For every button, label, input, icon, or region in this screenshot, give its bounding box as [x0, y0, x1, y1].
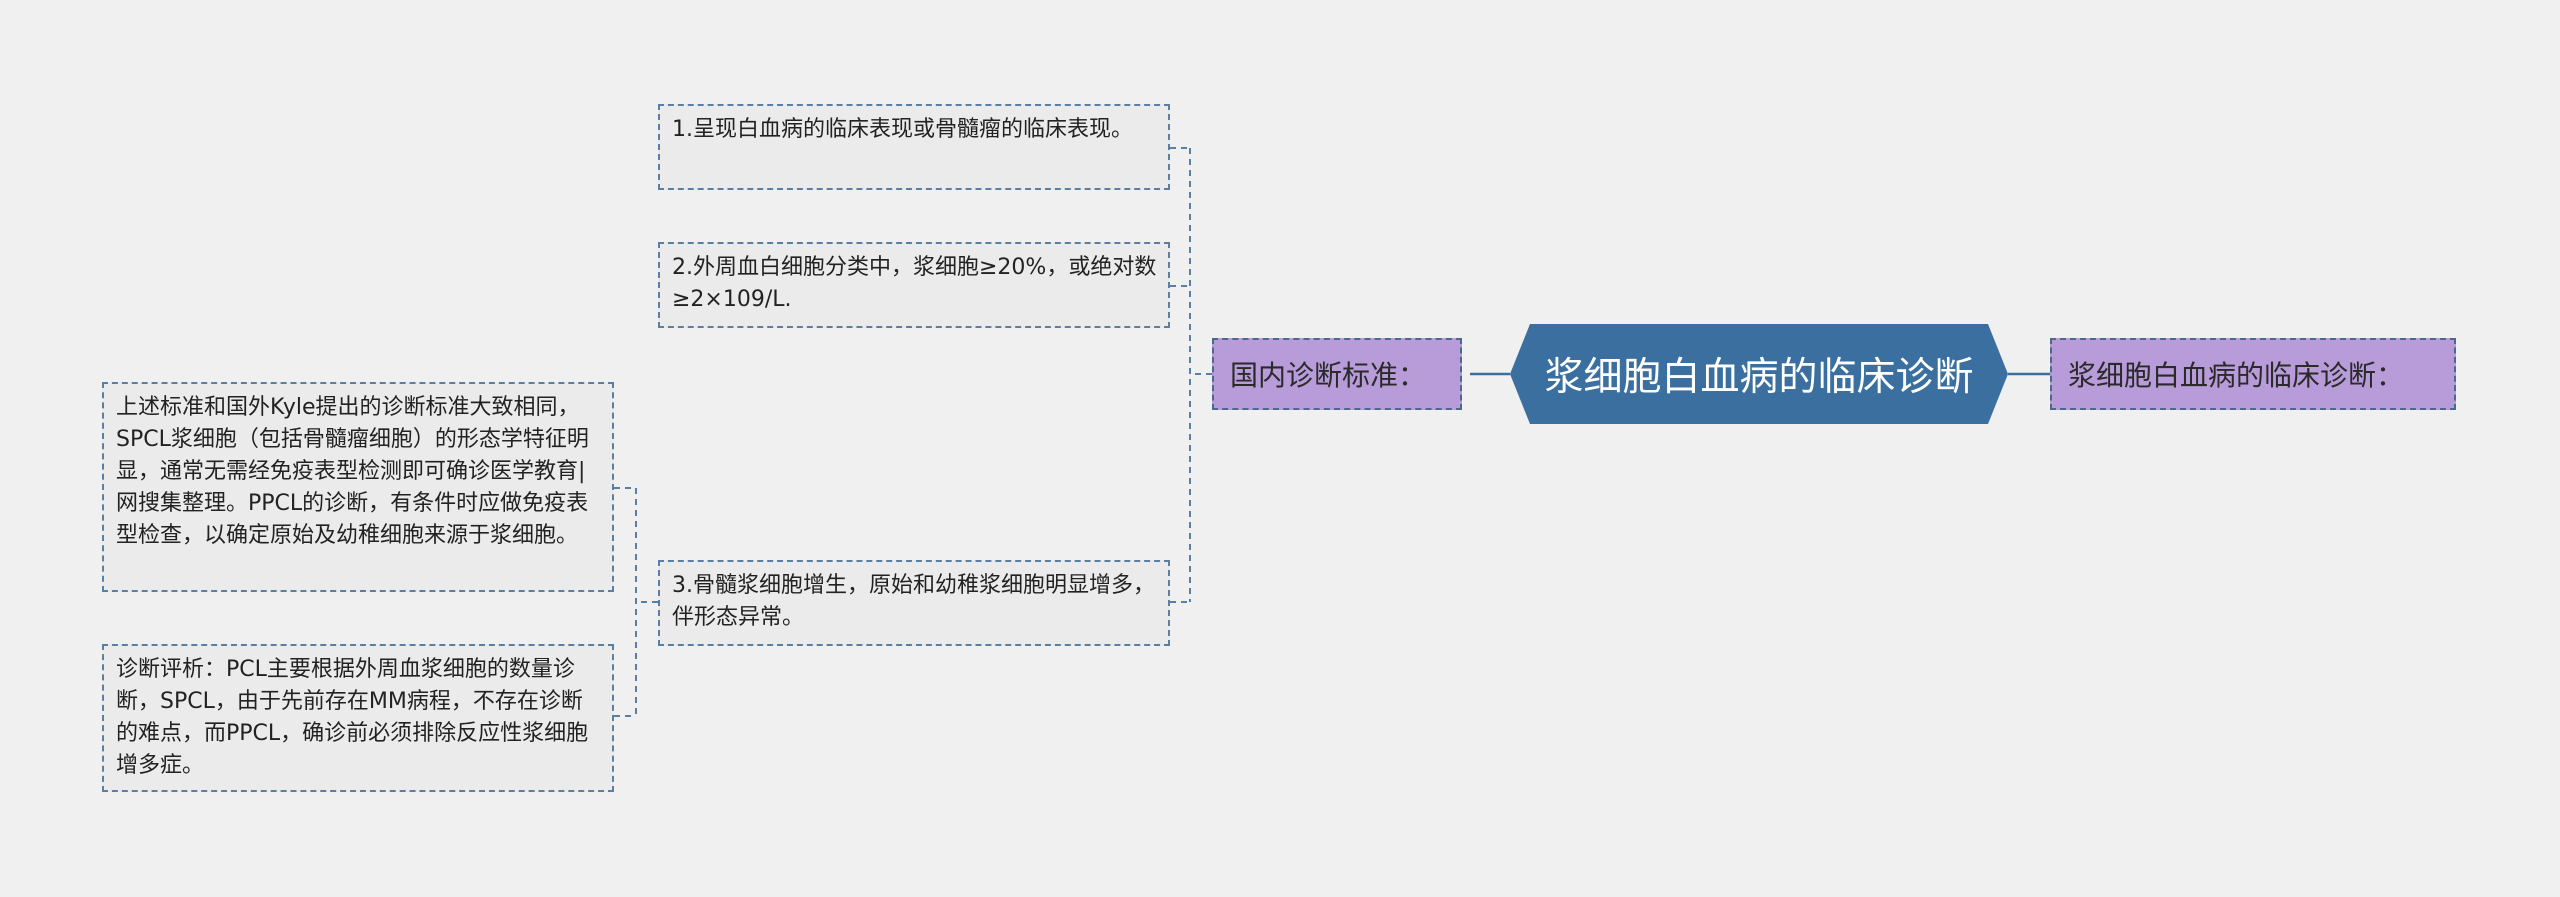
- connector-criterion-notes: [614, 487, 658, 717]
- criterion-2[interactable]: 2.外周血白细胞分类中，浆细胞≥20%，或绝对数≥2×109/L.: [658, 242, 1170, 328]
- branch-clinical-diagnosis[interactable]: 浆细胞白血病的临床诊断：: [2050, 338, 2456, 410]
- criterion-1[interactable]: 1.呈现白血病的临床表现或骨髓瘤的临床表现。: [658, 104, 1170, 190]
- root-topic[interactable]: 浆细胞白血病的临床诊断: [1510, 324, 2008, 424]
- branch-clinical-diagnosis-label: 浆细胞白血病的临床诊断：: [2068, 359, 2405, 392]
- note-kyle-comparison[interactable]: 上述标准和国外Kyle提出的诊断标准大致相同，SPCL浆细胞（包括骨髓瘤细胞）的…: [102, 382, 614, 592]
- criterion-3-text: 3.骨髓浆细胞增生，原始和幼稚浆细胞明显增多，伴形态异常。: [672, 573, 1155, 630]
- note-diagnosis-analysis-text: 诊断评析：PCL主要根据外周血浆细胞的数量诊断，SPCL，由于先前存在MM病程，…: [116, 657, 589, 778]
- criterion-3[interactable]: 3.骨髓浆细胞增生，原始和幼稚浆细胞明显增多，伴形态异常。: [658, 560, 1170, 646]
- root-hexagon-shape: [1510, 324, 2008, 424]
- branch-domestic-criteria[interactable]: 国内诊断标准：: [1212, 338, 1462, 410]
- note-kyle-comparison-text: 上述标准和国外Kyle提出的诊断标准大致相同，SPCL浆细胞（包括骨髓瘤细胞）的…: [116, 395, 589, 548]
- criterion-1-text: 1.呈现白血病的临床表现或骨髓瘤的临床表现。: [672, 117, 1133, 142]
- criterion-2-text: 2.外周血白细胞分类中，浆细胞≥20%，或绝对数≥2×109/L.: [672, 255, 1157, 312]
- note-diagnosis-analysis[interactable]: 诊断评析：PCL主要根据外周血浆细胞的数量诊断，SPCL，由于先前存在MM病程，…: [102, 644, 614, 792]
- root-topic-label: 浆细胞白血病的临床诊断: [1544, 355, 1974, 400]
- branch-domestic-criteria-label: 国内诊断标准：: [1230, 359, 1427, 392]
- connector-branch-criteria: [1170, 147, 1212, 603]
